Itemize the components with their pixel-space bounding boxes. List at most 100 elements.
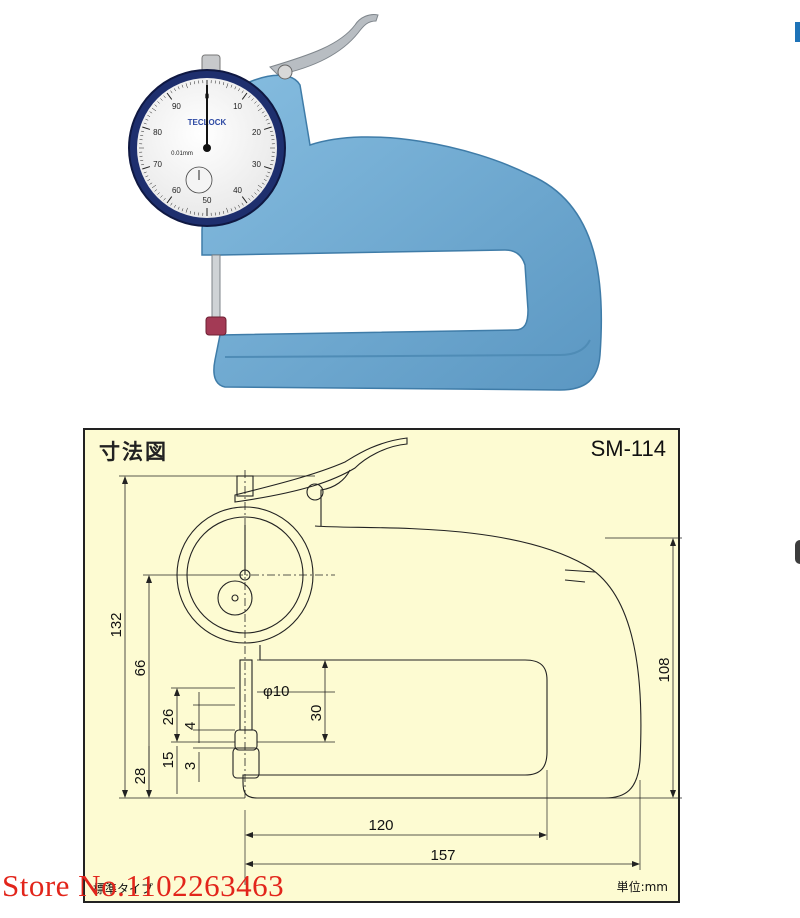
dial-number: 30 xyxy=(252,160,261,169)
dial-tick xyxy=(174,88,176,92)
dial-number: 70 xyxy=(153,160,162,169)
drawing-lever xyxy=(234,437,408,503)
dial-tick xyxy=(163,95,166,99)
dial-tick xyxy=(142,126,151,130)
dial-tick xyxy=(230,208,233,212)
dial-tick xyxy=(189,82,192,86)
dial-tick xyxy=(141,163,145,166)
dial-number: 80 xyxy=(153,128,162,137)
dial-tick xyxy=(166,92,173,100)
dial-tick xyxy=(157,192,160,195)
dial-tick xyxy=(234,86,237,90)
drawing-frame-outline xyxy=(242,525,642,799)
dial-tick xyxy=(151,184,157,189)
dial-tick xyxy=(157,101,160,104)
dial-tick xyxy=(251,195,254,198)
dial-tick xyxy=(181,208,184,212)
dial-tick xyxy=(241,202,244,206)
dial-tick xyxy=(160,98,163,101)
dial-tick xyxy=(241,90,244,94)
dial-tick xyxy=(194,81,196,85)
dial-tick xyxy=(248,197,251,201)
dial-tick xyxy=(140,159,144,161)
pivot-screw xyxy=(277,64,293,80)
dial-tick xyxy=(241,196,248,204)
dial-number: 90 xyxy=(172,102,181,111)
dial-tick xyxy=(270,135,274,137)
dial-tick xyxy=(261,111,265,114)
dim-15: 15 xyxy=(160,752,177,769)
dial-tick xyxy=(267,122,271,125)
dial-tick xyxy=(170,202,173,206)
dial-tick xyxy=(265,175,269,178)
dial-tick xyxy=(254,101,257,104)
dim-30: 30 xyxy=(308,705,325,722)
dial-tick xyxy=(256,104,260,107)
dial-tick xyxy=(248,95,251,99)
store-watermark: Store No.1102263463 xyxy=(2,868,285,903)
dial-tick xyxy=(170,90,173,94)
dim-28: 28 xyxy=(132,768,149,785)
dial-tick xyxy=(234,206,237,210)
drawing-spindle xyxy=(239,659,253,731)
dial-tick xyxy=(185,83,188,89)
dial-tick xyxy=(174,204,176,208)
dial-tick xyxy=(270,159,274,161)
dial-tick xyxy=(263,166,272,170)
dim-phi10: φ10 xyxy=(263,683,289,700)
dial-tick xyxy=(194,211,196,215)
dim-157: 157 xyxy=(430,847,455,864)
drawing-title: 寸法図 xyxy=(99,440,168,464)
dial-tick xyxy=(265,118,269,121)
dial-tick xyxy=(251,98,254,101)
dial-tick xyxy=(145,118,149,121)
dimension-drawing: 132 66 26 4 15 3 28 30 108 φ10 120 157 xyxy=(108,437,682,885)
dim-3: 3 xyxy=(182,762,199,770)
dial-tick xyxy=(149,111,153,114)
dim-66: 66 xyxy=(132,660,149,677)
dial-tick xyxy=(222,82,225,86)
product-photo: 0102030405060708090 TECLOCK 0.01mm xyxy=(128,14,603,391)
dial-tick xyxy=(241,92,248,100)
dial-tick xyxy=(177,86,180,90)
edge-accent-mark xyxy=(795,22,800,42)
edge-scroll-tab xyxy=(795,540,800,564)
dial-tick xyxy=(267,171,271,174)
dial-tick xyxy=(177,206,180,210)
dial-number: 20 xyxy=(252,128,261,137)
dial-tick xyxy=(142,166,151,170)
dim-132: 132 xyxy=(108,612,125,637)
dial-numbers: 0102030405060708090 xyxy=(153,92,261,205)
dial-tick xyxy=(141,130,145,133)
dial-number: 10 xyxy=(233,102,242,111)
dial-tick xyxy=(256,189,260,192)
resolution-text: 0.01mm xyxy=(171,151,193,157)
dial-tick xyxy=(261,182,265,185)
dim-108: 108 xyxy=(656,657,673,682)
dial-tick xyxy=(143,122,147,125)
dial-tick xyxy=(149,182,153,185)
lifting-lever xyxy=(269,14,379,76)
dial-tick-marks xyxy=(139,80,275,216)
gauge-frame xyxy=(201,74,603,391)
model-number: SM-114 xyxy=(590,436,666,461)
dial-tick xyxy=(181,84,184,88)
dial-tick xyxy=(154,104,158,107)
dial-number: 60 xyxy=(172,186,181,195)
dial-tick xyxy=(263,179,267,181)
dial-tick xyxy=(163,197,166,201)
type-label: 標準タイプ xyxy=(93,882,154,896)
dial-tick xyxy=(189,210,192,214)
dial-tick xyxy=(257,184,263,189)
dial-tick xyxy=(140,135,144,137)
dial-tick xyxy=(166,196,173,204)
dial-tick xyxy=(263,115,267,117)
unit-label: 単位:mm xyxy=(616,880,668,894)
dial-tick xyxy=(147,179,151,181)
dial-tick xyxy=(238,88,240,92)
dim-26: 26 xyxy=(160,709,177,726)
dimension-drawing-panel: 132 66 26 4 15 3 28 30 108 φ10 120 157 寸… xyxy=(83,428,682,903)
contact-pad xyxy=(205,316,227,336)
dial-tick xyxy=(143,171,147,174)
dial-tick xyxy=(154,189,158,192)
